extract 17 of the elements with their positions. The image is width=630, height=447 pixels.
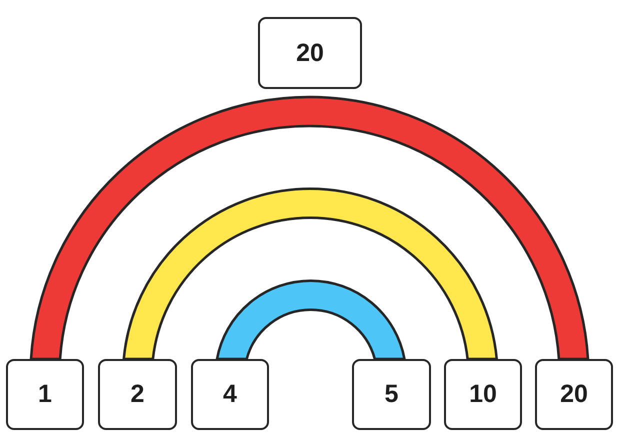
number-text: 20 (296, 40, 324, 66)
number-box (352, 359, 431, 430)
number-text: 10 (469, 382, 497, 407)
number-box (258, 17, 362, 89)
number-text: 20 (560, 382, 588, 407)
number-text: 5 (384, 382, 398, 407)
number-box (191, 359, 269, 430)
number-text: 4 (223, 382, 237, 407)
number-box (444, 359, 522, 430)
number-text: 2 (130, 382, 144, 407)
number-text: 1 (38, 382, 52, 407)
rainbow-arc (30, 96, 590, 360)
rainbow-arc (216, 280, 406, 360)
number-box (98, 359, 177, 430)
number-box (6, 359, 84, 430)
number-box (535, 359, 613, 430)
rainbow-arc (122, 188, 498, 360)
